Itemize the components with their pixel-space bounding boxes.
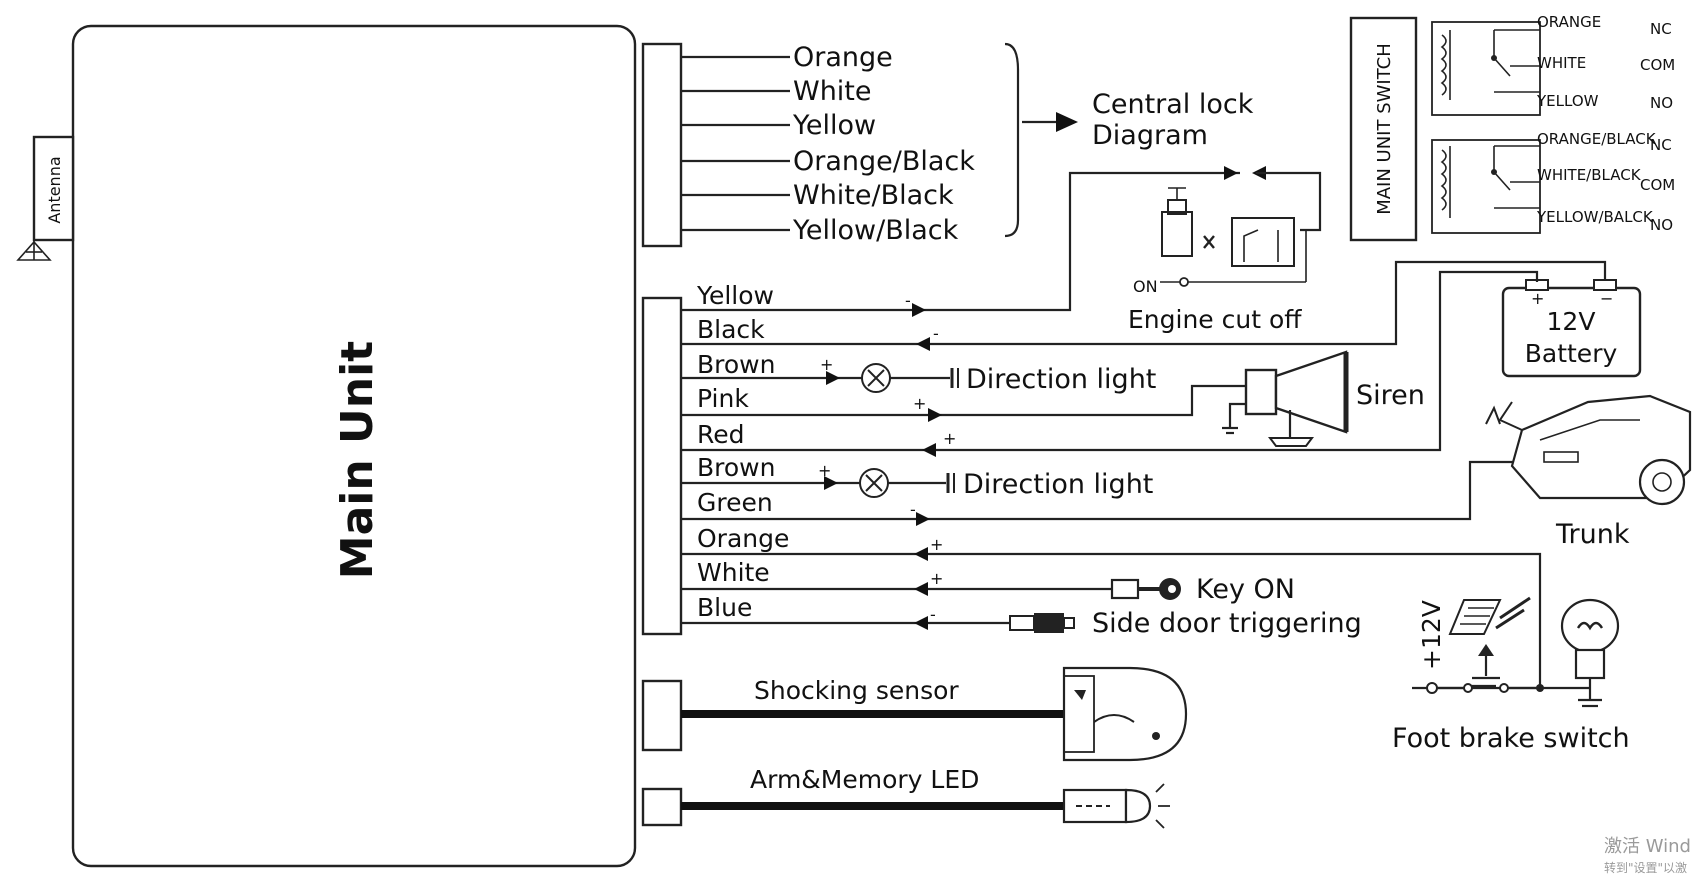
trunk-label: Trunk bbox=[1555, 519, 1630, 550]
polarity-mark: - bbox=[905, 291, 911, 310]
wire-orange bbox=[681, 547, 1542, 690]
key-on-label: Key ON bbox=[1196, 574, 1295, 605]
polarity-mark: - bbox=[930, 605, 936, 624]
wire-white bbox=[681, 582, 1112, 596]
harness-wire-label: Orange bbox=[697, 524, 789, 553]
cl-wire-label: Yellow/Black bbox=[792, 215, 959, 246]
arm-led-label: Arm&Memory LED bbox=[750, 765, 979, 794]
harness-wire-label: Green bbox=[697, 488, 773, 517]
wire-pink bbox=[681, 384, 1246, 422]
polarity-mark: + bbox=[930, 569, 943, 588]
relay-wire-label: YELLOW/BALCK bbox=[1536, 208, 1654, 226]
siren-label: Siren bbox=[1356, 380, 1425, 411]
relay-wire-label: WHITE/BLACK bbox=[1537, 166, 1642, 184]
shock-sensor-label: Shocking sensor bbox=[754, 676, 959, 705]
wire-brown-2 bbox=[681, 468, 955, 498]
cl-wire-label: White bbox=[793, 76, 872, 107]
harness-wire-label: Blue bbox=[697, 593, 752, 622]
wire-yellow bbox=[681, 166, 1322, 317]
relay-pin-label: NO bbox=[1650, 216, 1673, 234]
door-switch-icon bbox=[1009, 613, 1075, 633]
harness-labels: Yellow Black Brown Pink Red Brown Green … bbox=[696, 281, 789, 622]
siren-icon bbox=[1222, 350, 1349, 447]
cl-wire-label: Orange/Black bbox=[793, 146, 975, 177]
relay-switch-box bbox=[1349, 16, 1418, 242]
foot-brake-label: Foot brake switch bbox=[1392, 723, 1630, 754]
main-unit-title: Main Unit bbox=[332, 341, 383, 579]
battery-minus-label: − bbox=[1600, 289, 1613, 308]
direction-light-1-label: Direction light bbox=[966, 364, 1156, 395]
brake-lamp-icon bbox=[1540, 598, 1620, 708]
led-icon bbox=[1062, 783, 1170, 829]
relay-pin-label: NO bbox=[1650, 94, 1673, 112]
relay-wire-label: YELLOW bbox=[1536, 92, 1599, 110]
antenna-label: Antenna bbox=[45, 156, 64, 223]
brace-icon bbox=[1004, 42, 1020, 238]
engine-cut-off-relay bbox=[1160, 187, 1307, 287]
harness-wire-label: Black bbox=[697, 315, 765, 344]
harness-wire-label: Red bbox=[697, 420, 745, 449]
cl-wire-label: White/Black bbox=[793, 180, 954, 211]
watermark-line-2: 转到"设置"以激 bbox=[1604, 860, 1687, 875]
harness-wire-label: Brown bbox=[697, 350, 775, 379]
wire-red bbox=[681, 270, 1539, 457]
battery-plus-label: + bbox=[1531, 289, 1544, 308]
polarity-mark: + bbox=[820, 355, 833, 374]
side-door-label: Side door triggering bbox=[1092, 608, 1362, 639]
cl-wire-label: Yellow bbox=[792, 110, 876, 141]
relay-pin-label: NC bbox=[1650, 20, 1672, 38]
brake-pedal-icon bbox=[1448, 596, 1531, 635]
harness-wire-label: White bbox=[697, 558, 770, 587]
polarity-mark: - bbox=[933, 324, 939, 343]
cl-wire-label: Orange bbox=[793, 42, 893, 73]
car-trunk-icon bbox=[1485, 394, 1692, 506]
central-lock-wires bbox=[681, 55, 790, 232]
polarity-mark: + bbox=[818, 461, 831, 480]
harness-wire-label: Brown bbox=[697, 453, 775, 482]
key-icon bbox=[1110, 578, 1181, 600]
main-unit-box bbox=[71, 24, 637, 868]
relay-pin-label: NC bbox=[1650, 136, 1672, 154]
relay-switch-title: MAIN UNIT SWITCH bbox=[1374, 43, 1395, 215]
antenna-icon bbox=[16, 135, 75, 261]
polarity-mark: - bbox=[910, 500, 916, 519]
watermark-line-1: 激活 Wind bbox=[1604, 836, 1691, 857]
led-connector bbox=[641, 787, 683, 827]
engine-cut-off-label: Engine cut off bbox=[1128, 305, 1302, 334]
engine-on-label: ON bbox=[1133, 277, 1158, 296]
wire-black bbox=[681, 260, 1607, 351]
relay-2 bbox=[1431, 139, 1541, 234]
shock-sensor-connector bbox=[641, 679, 683, 752]
central-lock-connector bbox=[641, 42, 683, 248]
relay-wire-label: WHITE bbox=[1537, 54, 1586, 72]
plus-12v-label: +12V bbox=[1417, 600, 1446, 670]
relay-wire-label: ORANGE bbox=[1537, 13, 1601, 31]
polarity-mark: + bbox=[930, 535, 943, 554]
battery-box bbox=[1501, 286, 1642, 378]
central-lock-label-1: Central lock bbox=[1092, 89, 1254, 120]
wire-brown-1 bbox=[681, 363, 959, 393]
harness-polarity: - - + + + + - + + - bbox=[818, 291, 956, 624]
harness-connector bbox=[641, 296, 683, 636]
relay-1 bbox=[1431, 21, 1541, 116]
relay-pin-label: COM bbox=[1640, 176, 1675, 194]
foot-brake-circuit bbox=[1426, 644, 1544, 694]
battery-label-2: Battery bbox=[1525, 339, 1618, 368]
arrow-right-icon bbox=[1056, 112, 1078, 132]
battery-label-1: 12V bbox=[1547, 307, 1596, 336]
polarity-mark: + bbox=[943, 429, 956, 448]
wire-blue bbox=[681, 616, 1010, 630]
harness-wire-label: Pink bbox=[697, 384, 749, 413]
harness-wire-label: Yellow bbox=[696, 281, 774, 310]
relay-wire-label: ORANGE/BLACK bbox=[1537, 130, 1657, 148]
polarity-mark: + bbox=[913, 394, 926, 413]
direction-light-2-label: Direction light bbox=[963, 469, 1153, 500]
wire-green bbox=[681, 460, 1520, 526]
central-lock-label-2: Diagram bbox=[1092, 120, 1208, 151]
shock-sensor-icon bbox=[1062, 666, 1188, 762]
relay-pin-label: COM bbox=[1640, 56, 1675, 74]
